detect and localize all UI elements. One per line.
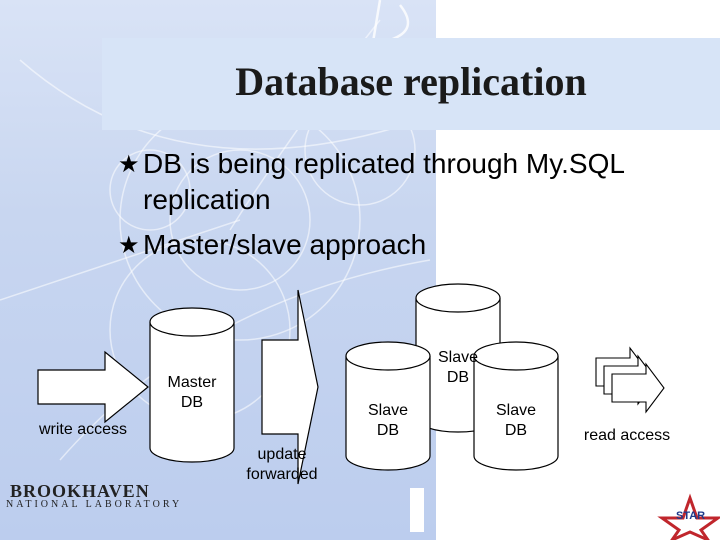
star-logo-icon bbox=[657, 493, 720, 540]
update-label-1: update bbox=[257, 446, 307, 463]
write-arrow bbox=[37, 350, 149, 424]
slave-db-back-label-1: Slave bbox=[437, 349, 479, 366]
slave-db-back-label-2: DB bbox=[446, 369, 470, 386]
master-db-label-1: Master bbox=[167, 374, 217, 391]
slave-db-left-label-1: Slave bbox=[367, 402, 409, 419]
master-db-label-2: DB bbox=[180, 394, 204, 411]
star-logo-text: STAR bbox=[676, 510, 706, 522]
update-label-2: forwarded bbox=[246, 466, 318, 483]
slave-db-cylinder-right bbox=[473, 341, 559, 471]
read-arrow-front bbox=[611, 362, 665, 414]
slave-db-right-label-2: DB bbox=[504, 422, 528, 439]
bullet-1-line-2: replication bbox=[143, 184, 271, 215]
bnl-logo-top: BROOKHAVEN bbox=[10, 481, 150, 501]
write-access-label: write access bbox=[38, 421, 128, 438]
slave-db-cylinder-left bbox=[345, 341, 431, 471]
title-band bbox=[102, 38, 720, 130]
master-db-cylinder bbox=[149, 307, 235, 463]
star-bullet-icon: ★ bbox=[118, 232, 140, 259]
bullet-1-line-1: DB is being replicated through My.SQL bbox=[143, 148, 625, 179]
page-title: Database replication bbox=[235, 59, 587, 104]
bnl-logo-bottom: NATIONAL LABORATORY bbox=[6, 499, 183, 510]
slave-db-left-label-2: DB bbox=[376, 422, 400, 439]
bullet-2: Master/slave approach bbox=[143, 229, 427, 260]
bnl-bar-graphic bbox=[410, 488, 424, 532]
slave-db-right-label-1: Slave bbox=[495, 402, 537, 419]
update-forwarded-arrow bbox=[261, 289, 319, 485]
star-bullet-icon: ★ bbox=[118, 151, 140, 178]
read-access-label: read access bbox=[583, 427, 671, 444]
